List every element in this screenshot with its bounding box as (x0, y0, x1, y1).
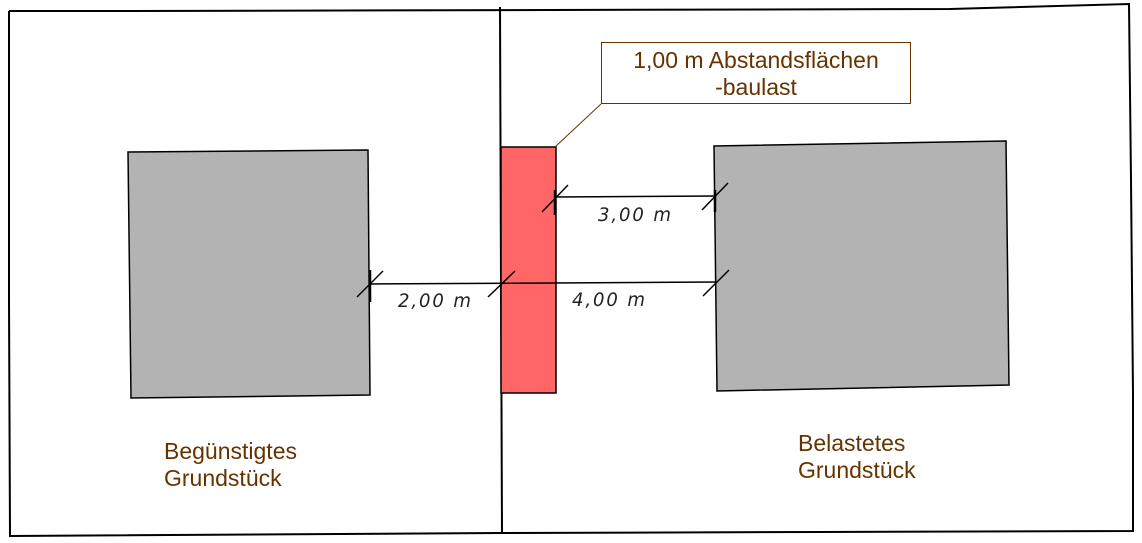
parcel-label-burdened-line-2: Grundstück (798, 457, 916, 483)
dimension-lines (356, 182, 730, 302)
dimension-label-2m: 2,00 m (397, 290, 473, 312)
parcel-label-beneficiary-line-2: Grundstück (164, 465, 282, 491)
easement-callout: 1,00 m Abstandsflächen -baulast (601, 42, 911, 104)
parcel-label-beneficiary-line-1: Begünstigtes (164, 438, 297, 464)
parcel-label-burdened-line-1: Belastetes (798, 430, 906, 456)
building-right (713, 140, 1010, 392)
callout-line-1: 1,00 m Abstandsflächen (633, 47, 879, 73)
dimension-label-4m: 4,00 m (571, 289, 647, 311)
callout-line-2: -baulast (715, 74, 797, 100)
parcel-label-burdened: Belastetes Grundstück (798, 430, 916, 484)
callout-leader (554, 103, 602, 148)
easement-strip (500, 146, 557, 394)
building-left (127, 149, 371, 399)
parcel-label-beneficiary: Begünstigtes Grundstück (164, 438, 297, 492)
dimension-label-3m: 3,00 m (597, 204, 673, 226)
